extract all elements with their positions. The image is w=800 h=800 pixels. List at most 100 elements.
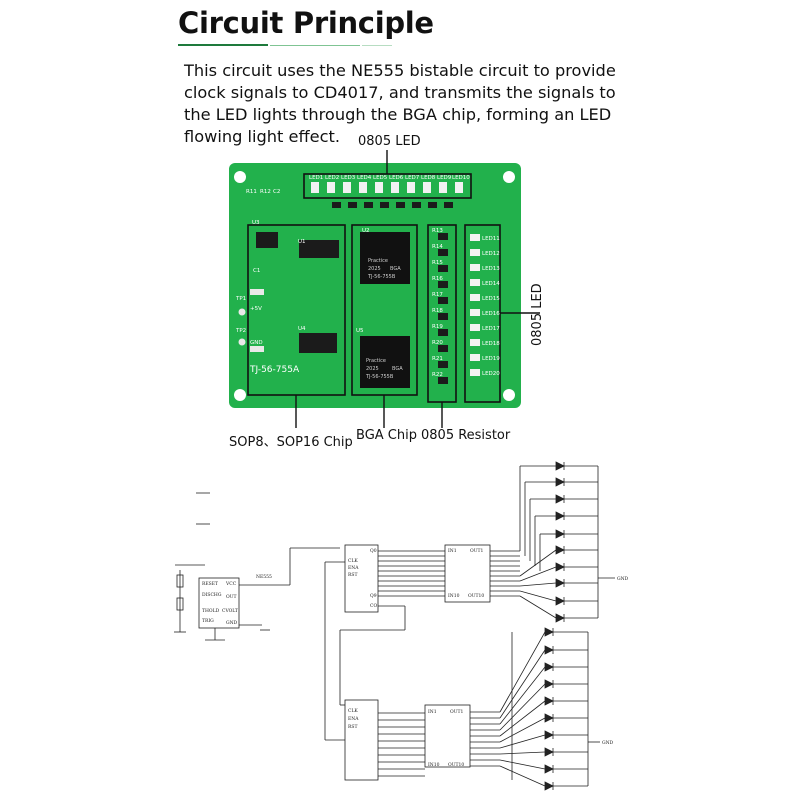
callout-sop-chip: SOP8、SOP16 Chip (229, 435, 353, 450)
silk-led15: LED15 (482, 296, 500, 302)
ne555-pin-reset: RESET (202, 581, 218, 587)
top-resistor-row (332, 202, 453, 208)
top-led-row (311, 182, 463, 193)
silk-led12: LED12 (482, 251, 500, 257)
bga1-in1: IN1 (448, 548, 457, 554)
ne555-pin-vcc: VCC (225, 581, 237, 587)
bga1-in10: IN10 (448, 593, 460, 599)
description-text: This circuit uses the NE555 bistable cir… (184, 61, 616, 146)
u4017-2-clk: CLK (348, 708, 358, 714)
bga-chip-2 (360, 336, 410, 388)
led-diodes-top (555, 461, 598, 623)
bga2-in1: IN1 (428, 709, 437, 715)
mount-hole (234, 171, 246, 183)
callout-resistor: 0805 Resistor (421, 428, 511, 443)
title-underline-light-2 (362, 45, 392, 46)
silk-led6: LED6 (389, 175, 404, 181)
silk-plus5v: +5V (250, 306, 262, 312)
bga-chip-1 (360, 232, 410, 284)
silk-c2: C2 (273, 189, 280, 195)
ne555-pin-thold: THOLD (202, 608, 220, 614)
silk-r22: R22 (432, 372, 443, 378)
ne555-box (198, 577, 240, 629)
ne555-pin-dischg: DISCHG (202, 592, 222, 598)
bga-box-1 (444, 544, 491, 603)
silk-tp2: TP2 (235, 328, 246, 334)
silk-u4: U4 (298, 326, 306, 332)
u4017-1-clk: CLK (348, 558, 358, 564)
bga2-text-3: BGA (392, 366, 403, 372)
silk-u1: U1 (298, 239, 306, 245)
silk-led3: LED3 (341, 175, 356, 181)
led-diodes-bottom (544, 627, 588, 791)
silk-r21: R21 (432, 356, 443, 362)
silk-led7: LED7 (405, 175, 420, 181)
u4017-2-rst: RST (348, 724, 357, 730)
gnd-label-bottom: GND (602, 740, 614, 746)
silk-led1: LED1 (309, 175, 323, 181)
callout-top-led: 0805 LED (358, 134, 421, 149)
cd4017-box-1 (344, 544, 379, 613)
cd4017-box-2 (344, 699, 379, 781)
pcb-board-illustration: LED1 LED2 LED3 LED4 LED5 LED6 LED7 LED8 … (229, 150, 540, 428)
silk-r18: R18 (432, 308, 443, 314)
silk-r16: R16 (432, 276, 443, 282)
bga1-out1: OUT1 (470, 548, 483, 554)
bga2-text-4: TJ-56-755B (365, 374, 394, 380)
silk-led19: LED19 (482, 356, 500, 362)
u4017-1-rst: RST (348, 572, 357, 578)
silk-gnd: GND (250, 340, 263, 346)
bga2-out10: OUT10 (448, 762, 464, 768)
u4017-1-q0: Q0 (370, 548, 377, 554)
silk-r17: R17 (432, 292, 443, 298)
silk-led10: LED10 (452, 175, 470, 181)
ne555-name: NE555 (256, 574, 272, 580)
silk-led9: LED9 (437, 175, 452, 181)
ne555-pin-gnd: GND (226, 620, 238, 626)
sop16-chip-2 (299, 333, 337, 353)
bga1-text-2: 2025 (368, 266, 381, 272)
silk-led20: LED20 (482, 371, 500, 377)
gnd-label-top: GND (617, 576, 629, 582)
silk-r13: R13 (432, 228, 443, 234)
title-underline (178, 44, 268, 46)
bga2-in10: IN10 (428, 762, 440, 768)
silk-r15: R15 (432, 260, 443, 266)
ne555-pin-cvolt: CVOLT (222, 608, 238, 614)
sop16-chip (299, 240, 339, 258)
bga2-text-1: Practice (366, 358, 386, 364)
silk-tp1: TP1 (235, 296, 246, 302)
side-led-column (470, 234, 480, 376)
silk-model: TJ-56-755A (249, 365, 300, 375)
silk-led16: LED16 (482, 311, 500, 317)
bga1-text-1: Practice (368, 258, 388, 264)
silk-u2: U2 (362, 228, 370, 234)
bga1-text-3: BGA (390, 266, 401, 272)
silk-r12: R12 (260, 189, 271, 195)
ne555-pin-trig: TRIG (202, 618, 214, 624)
silk-r11: R11 (246, 189, 257, 195)
silk-r19: R19 (432, 324, 443, 330)
bga1-out10: OUT10 (468, 593, 484, 599)
silk-c1: C1 (253, 268, 260, 274)
silk-led13: LED13 (482, 266, 500, 272)
page-title: Circuit Principle (178, 6, 434, 40)
silk-u5: U5 (356, 328, 364, 334)
side-resistor-column (438, 233, 448, 384)
silk-led5: LED5 (373, 175, 388, 181)
silk-led8: LED8 (421, 175, 436, 181)
title-underline-light (270, 45, 360, 46)
u4017-1-co: CO (370, 603, 377, 609)
bga2-out1: OUT1 (450, 709, 463, 715)
ne555-pin-out: OUT (226, 594, 236, 600)
mount-hole (503, 171, 515, 183)
mount-hole (234, 389, 246, 401)
silk-led17: LED17 (482, 326, 500, 332)
silk-r14: R14 (432, 244, 443, 250)
u4017-2-ena: ENA (348, 716, 359, 722)
sop8-chip (256, 232, 278, 248)
bga1-text-4: TJ-56-755B (367, 274, 396, 280)
silk-led18: LED18 (482, 341, 500, 347)
silk-led4: LED4 (357, 175, 372, 181)
